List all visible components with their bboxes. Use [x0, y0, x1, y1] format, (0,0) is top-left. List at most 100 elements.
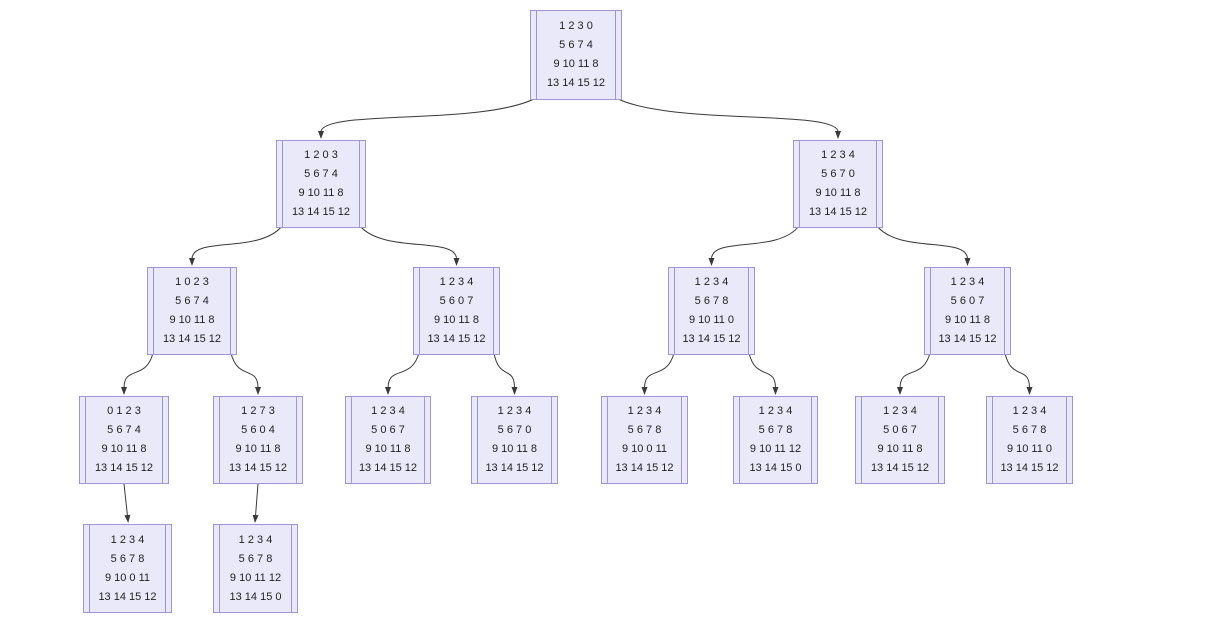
puzzle-row: 5 6 0 4 — [241, 424, 275, 436]
tree-node-n16: 1 2 3 4 5 6 7 8 9 10 11 12 13 14 15 0 — [213, 524, 298, 613]
puzzle-row: 1 2 3 4 — [883, 405, 917, 417]
puzzle-row: 5 6 7 4 — [107, 424, 141, 436]
puzzle-row: 9 10 11 8 — [235, 443, 281, 455]
puzzle-row: 5 6 7 4 — [304, 168, 338, 180]
tree-node-n4: 1 2 3 4 5 6 0 7 9 10 11 8 13 14 15 12 — [413, 267, 500, 355]
tree-edge-n1-n3 — [189, 225, 283, 266]
puzzle-row: 1 2 7 3 — [241, 405, 275, 417]
puzzle-row: 5 6 7 8 — [627, 424, 662, 436]
puzzle-row: 13 14 15 12 — [291, 206, 351, 218]
tree-node-n11: 1 2 3 4 5 6 7 8 9 10 0 11 13 14 15 12 — [601, 396, 688, 484]
puzzle-row: 9 10 11 8 — [365, 443, 411, 455]
tree-node-n0: 1 2 3 0 5 6 7 4 9 10 11 8 13 14 15 12 — [530, 10, 622, 100]
puzzle-row: 13 14 15 12 — [98, 590, 157, 603]
tree-edge-n8-n16 — [252, 483, 259, 523]
puzzle-row: 13 14 15 0 — [229, 590, 282, 603]
tree-node-n12: 1 2 3 4 5 6 7 8 9 10 11 12 13 14 15 0 — [733, 396, 818, 484]
puzzle-row: 5 6 7 8 — [1012, 424, 1047, 436]
tree-edge-n0-n2 — [615, 97, 841, 139]
tree-edge-n6-n14 — [1004, 352, 1033, 395]
tree-node-n10: 1 2 3 4 5 6 7 0 9 10 11 8 13 14 15 12 — [471, 396, 558, 484]
tree-node-n14: 1 2 3 4 5 6 7 8 9 10 11 0 13 14 15 12 — [986, 396, 1073, 484]
tree-edge-n3-n8 — [230, 352, 261, 395]
tree-edge-n2-n6 — [876, 225, 971, 266]
puzzle-row: 13 14 15 12 — [546, 77, 606, 89]
puzzle-row: 1 2 3 4 — [238, 533, 273, 546]
puzzle-row: 9 10 0 11 — [621, 443, 668, 455]
tree-edge-n1-n4 — [359, 225, 460, 266]
puzzle-row: 5 6 0 7 — [950, 295, 985, 307]
puzzle-row: 5 6 7 8 — [758, 424, 793, 436]
puzzle-row: 13 14 15 12 — [485, 462, 544, 474]
puzzle-row: 5 6 0 7 — [439, 295, 474, 307]
puzzle-row: 1 2 3 4 — [821, 149, 855, 161]
puzzle-row: 5 6 7 8 — [110, 552, 145, 565]
puzzle-row: 9 10 11 8 — [169, 314, 215, 326]
puzzle-row: 1 2 3 4 — [694, 276, 729, 288]
tree-edge-n0-n1 — [318, 97, 537, 139]
puzzle-row: 5 6 7 8 — [238, 552, 273, 565]
puzzle-row: 1 2 3 4 — [371, 405, 405, 417]
puzzle-row: 13 14 15 12 — [358, 462, 418, 474]
tree-edge-n6-n13 — [897, 352, 931, 395]
tree-edge-n5-n11 — [641, 352, 675, 395]
tree-edge-n4-n9 — [385, 352, 420, 395]
puzzle-row: 13 14 15 12 — [162, 333, 222, 345]
puzzle-row: 9 10 11 8 — [815, 187, 861, 199]
puzzle-row: 13 14 15 12 — [870, 462, 930, 474]
puzzle-row: 1 0 2 3 — [175, 276, 209, 288]
puzzle-row: 1 2 3 4 — [950, 276, 985, 288]
tree-edge-n2-n5 — [708, 225, 800, 266]
puzzle-row: 0 1 2 3 — [107, 405, 141, 417]
tree-edge-n3-n7 — [121, 352, 154, 395]
tree-node-n15: 1 2 3 4 5 6 7 8 9 10 0 11 13 14 15 12 — [83, 524, 172, 613]
puzzle-row: 13 14 15 12 — [1000, 462, 1059, 474]
tree-node-n2: 1 2 3 4 5 6 7 0 9 10 11 8 13 14 15 12 — [793, 140, 883, 228]
puzzle-row: 13 14 15 0 — [749, 462, 802, 474]
puzzle-row: 13 14 15 12 — [808, 206, 868, 218]
puzzle-row: 9 10 11 0 — [1006, 443, 1053, 455]
puzzle-row: 5 6 7 4 — [175, 295, 209, 307]
puzzle-row: 1 2 3 4 — [439, 276, 474, 288]
puzzle-row: 13 14 15 12 — [94, 462, 154, 474]
puzzle-row: 1 2 3 4 — [627, 405, 662, 417]
tree-node-n5: 1 2 3 4 5 6 7 8 9 10 11 0 13 14 15 12 — [668, 267, 755, 355]
puzzle-row: 9 10 11 0 — [688, 314, 735, 326]
puzzle-row: 1 2 0 3 — [304, 149, 338, 161]
puzzle-row: 1 2 3 4 — [110, 533, 145, 546]
tree-node-n7: 0 1 2 3 5 6 7 4 9 10 11 8 13 14 15 12 — [79, 396, 169, 484]
tree-edge-n4-n10 — [493, 352, 518, 395]
puzzle-row: 1 2 3 4 — [758, 405, 793, 417]
tree-node-n3: 1 0 2 3 5 6 7 4 9 10 11 8 13 14 15 12 — [147, 267, 237, 355]
tree-node-n13: 1 2 3 4 5 0 6 7 9 10 11 8 13 14 15 12 — [855, 396, 945, 484]
puzzle-row: 13 14 15 12 — [615, 462, 674, 474]
puzzle-row: 13 14 15 12 — [228, 462, 288, 474]
puzzle-row: 9 10 11 8 — [491, 443, 538, 455]
tree-edge-n7-n15 — [123, 483, 131, 523]
puzzle-row: 5 6 7 0 — [821, 168, 855, 180]
puzzle-row: 1 2 3 0 — [559, 20, 593, 32]
puzzle-row: 1 2 3 4 — [1012, 405, 1047, 417]
puzzle-row: 9 10 11 12 — [749, 443, 802, 455]
puzzle-row: 13 14 15 12 — [427, 333, 486, 345]
tree-node-n8: 1 2 7 3 5 6 0 4 9 10 11 8 13 14 15 12 — [213, 396, 303, 484]
puzzle-row: 5 6 7 4 — [559, 39, 593, 51]
puzzle-row: 9 10 11 8 — [944, 314, 991, 326]
puzzle-row: 5 0 6 7 — [371, 424, 405, 436]
puzzle-row: 5 6 7 8 — [694, 295, 729, 307]
puzzle-row: 9 10 11 8 — [877, 443, 923, 455]
puzzle-row: 9 10 11 8 — [553, 58, 599, 70]
puzzle-row: 9 10 11 12 — [229, 571, 282, 584]
puzzle-row: 9 10 11 8 — [433, 314, 480, 326]
tree-edge-n5-n12 — [748, 352, 779, 395]
puzzle-row: 9 10 11 8 — [298, 187, 344, 199]
tree-node-n9: 1 2 3 4 5 0 6 7 9 10 11 8 13 14 15 12 — [345, 396, 431, 484]
puzzle-row: 1 2 3 4 — [497, 405, 532, 417]
puzzle-row: 5 6 7 0 — [497, 424, 532, 436]
puzzle-row: 9 10 11 8 — [101, 443, 147, 455]
puzzle-row: 13 14 15 12 — [682, 333, 741, 345]
puzzle-row: 9 10 0 11 — [104, 571, 151, 584]
puzzle-row: 5 0 6 7 — [883, 424, 917, 436]
